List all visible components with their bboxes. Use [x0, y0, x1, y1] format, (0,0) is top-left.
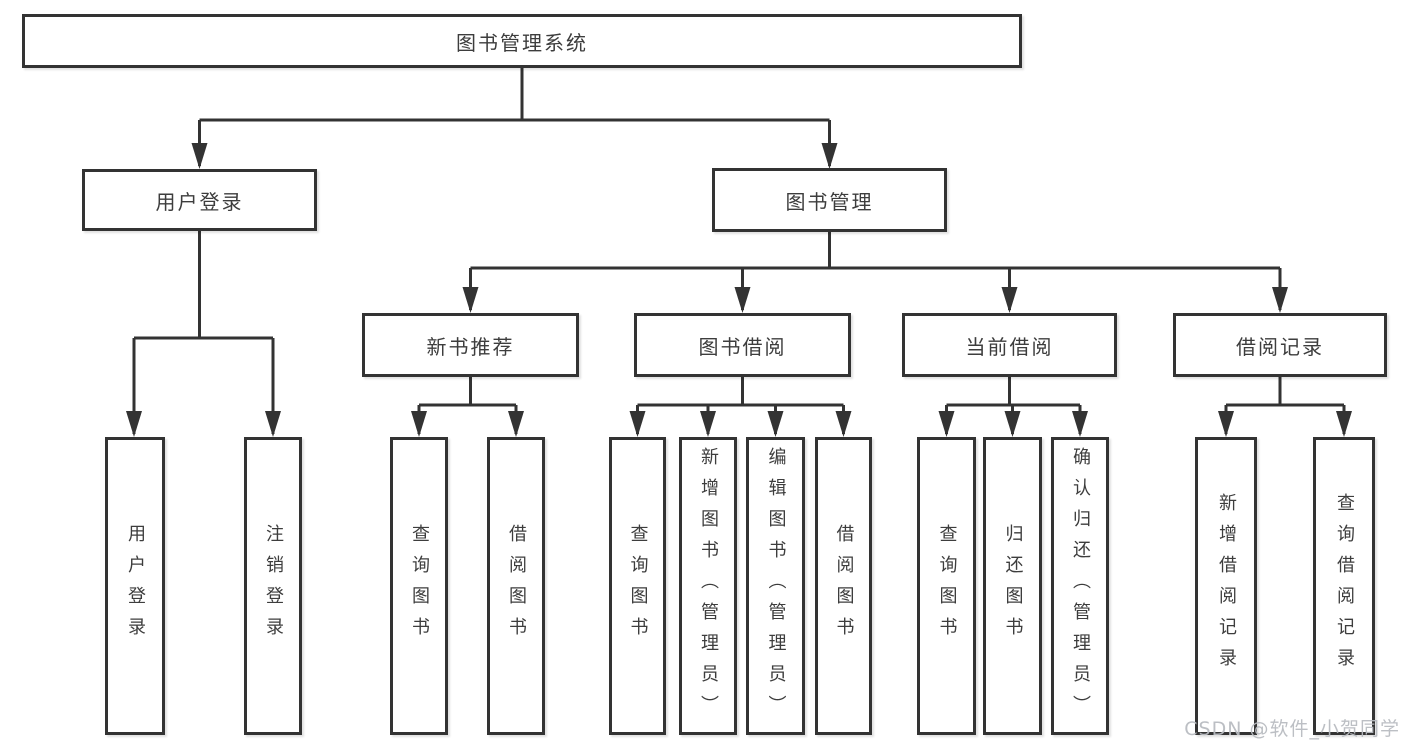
- leaf-edit-book-admin: 编辑图书（管理员）: [746, 437, 805, 735]
- node-label: 查询图书: [627, 524, 649, 648]
- arrow-down-icon: [191, 143, 208, 169]
- arrow-down-icon: [629, 411, 646, 437]
- arrow-down-icon: [265, 411, 281, 437]
- leaf-user-login: 用户登录: [105, 437, 165, 735]
- node-label: 图书管理: [785, 189, 874, 214]
- leaf-add-book-admin: 新增图书（管理员）: [679, 437, 737, 735]
- node-label: 新增图书（管理员）: [698, 446, 719, 726]
- node-borrowing-records: 借阅记录: [1173, 313, 1387, 377]
- node-label: 查询图书: [936, 524, 958, 648]
- node-label: 确认归还（管理员）: [1070, 446, 1091, 726]
- connector-path: [132, 68, 1346, 434]
- node-label: 注销登录: [263, 524, 284, 648]
- arrow-down-icon: [1072, 411, 1088, 437]
- arrow-down-icon: [938, 411, 955, 437]
- arrow-down-icon: [821, 143, 838, 169]
- arrow-down-icon: [508, 411, 524, 437]
- node-label: 查询借阅记录: [1334, 493, 1355, 679]
- arrow-down-icon: [411, 411, 427, 437]
- arrow-down-icon: [1336, 411, 1352, 437]
- csdn-watermark: CSDN @软件_小贺同学: [1184, 718, 1400, 740]
- leaf-borrow-books-recommend: 借阅图书: [487, 437, 545, 735]
- arrow-down-icon: [734, 287, 751, 313]
- leaf-logout-login: 注销登录: [244, 437, 302, 735]
- node-label: 借阅图书: [506, 524, 527, 648]
- leaf-query-books-current: 查询图书: [917, 437, 976, 735]
- leaf-query-books-borrowing: 查询图书: [609, 437, 666, 735]
- arrow-down-icon: [1272, 287, 1288, 313]
- node-label: 新书推荐: [426, 334, 515, 359]
- leaf-query-books-recommend: 查询图书: [390, 437, 448, 735]
- arrow-down-icon: [1004, 411, 1021, 437]
- node-book-management: 图书管理: [712, 168, 947, 232]
- leaf-borrow-books-borrowing: 借阅图书: [815, 437, 872, 735]
- node-label: 用户登录: [125, 524, 146, 648]
- node-label: 查询图书: [409, 524, 430, 648]
- arrow-down-icon: [700, 411, 716, 437]
- leaf-confirm-return-admin: 确认归还（管理员）: [1051, 437, 1109, 735]
- arrow-down-icon: [1218, 411, 1234, 437]
- node-label: 新增借阅记录: [1216, 493, 1237, 679]
- node-label: 借阅记录: [1236, 334, 1324, 359]
- leaf-query-borrow-record: 查询借阅记录: [1313, 437, 1375, 735]
- node-current-borrowing: 当前借阅: [902, 313, 1117, 377]
- node-library-management-system: 图书管理系统: [22, 14, 1022, 68]
- node-label: 归还图书: [1002, 524, 1024, 648]
- node-label: 图书管理系统: [456, 30, 588, 55]
- arrow-down-icon: [1001, 287, 1018, 313]
- node-user-login: 用户登录: [82, 169, 317, 231]
- arrow-down-icon: [126, 411, 142, 437]
- node-label: 当前借阅: [965, 334, 1054, 359]
- node-label: 用户登录: [155, 189, 244, 214]
- arrowheads: [126, 143, 1352, 437]
- node-book-borrowing: 图书借阅: [634, 313, 851, 377]
- node-new-book-recommendation: 新书推荐: [362, 313, 579, 377]
- node-label: 编辑图书（管理员）: [765, 446, 787, 726]
- node-label: 借阅图书: [833, 524, 855, 648]
- arrow-down-icon: [462, 287, 479, 313]
- node-label: 图书借阅: [698, 334, 787, 359]
- leaf-return-book: 归还图书: [983, 437, 1042, 735]
- arrow-down-icon: [767, 411, 784, 437]
- arrow-down-icon: [835, 411, 852, 437]
- leaf-add-borrow-record: 新增借阅记录: [1195, 437, 1257, 735]
